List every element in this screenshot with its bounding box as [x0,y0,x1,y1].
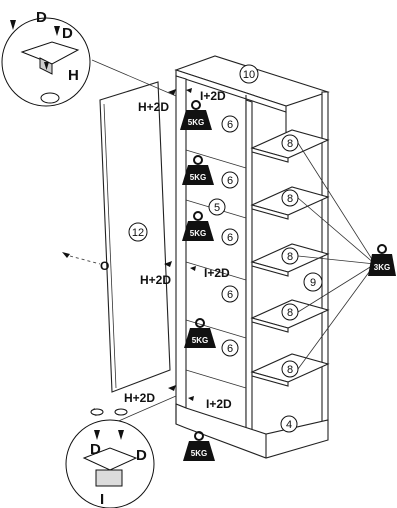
label-h: H [68,67,79,84]
leveling-foot [90,408,104,416]
shelf-edge [251,371,289,387]
arrow-icon [164,261,172,267]
arrow-icon [186,88,192,93]
screw-icon [54,26,60,36]
part-8 [281,189,299,207]
part-4 [280,415,298,433]
load-line [297,197,376,265]
part-8 [281,134,299,152]
leader-line [91,59,177,97]
shelf-edge [251,147,289,163]
part-6-number: 6 [227,119,233,131]
door-edge [103,103,117,389]
cabinet-body [174,55,330,459]
part-10-number: 10 [243,69,255,81]
weight-icon: 5KG [182,155,214,185]
label-d: D [90,441,101,458]
label-i2d: I+2D [204,266,230,280]
handle-guide [69,255,101,265]
handle-icon [62,252,70,258]
weight-icon: 5KG [183,431,215,461]
part-6 [221,339,239,357]
inner-shelf-line [185,369,247,389]
part-5 [208,198,226,216]
svg-text:3KG: 3KG [374,263,390,272]
svg-text:5KG: 5KG [192,336,208,345]
part-8-number: 8 [287,307,293,319]
label-h2d: H+2D [138,100,169,114]
bottom-hinge-detail: D D I [65,408,155,508]
label-d: D [136,447,147,464]
load-lines [297,142,376,370]
part-6 [221,115,239,133]
fastener-labels: H+2D I+2D H+2D I+2D H+2D I+2D O [62,88,232,411]
part-callouts: 10 12 5 6 6 6 6 6 8 8 8 8 8 9 4 [128,64,323,433]
top-hinge-detail: D D H [1,9,91,107]
part-4-number: 4 [286,419,292,431]
part-9-number: 9 [310,277,316,289]
part-6-number: 6 [227,175,233,187]
part-5-number: 5 [214,202,220,214]
part-8 [281,360,299,378]
part-6-number: 6 [227,232,233,244]
weights: 5KG 5KG 5KG 5KG 5KG 3KG [180,100,396,461]
weight-icon: 5KG [182,211,214,241]
part-6-number: 6 [227,289,233,301]
shelf-edge [251,317,289,333]
weight-icon: 5KG [184,318,216,348]
weight-icon: 5KG [180,100,212,130]
part-8-number: 8 [287,251,293,263]
label-i: I [100,491,104,508]
base-plinth [175,403,329,459]
load-line [297,263,376,370]
part-8-number: 8 [287,138,293,150]
part-6 [221,171,239,189]
part-9 [303,272,323,292]
label-d: D [62,25,73,42]
label-i2d: I+2D [200,89,226,103]
arrow-icon [188,396,194,401]
screw-icon [44,62,49,70]
screw-icon [10,20,16,30]
part-6 [221,285,239,303]
part-8 [281,247,299,265]
arrow-icon [168,385,176,391]
svg-text:5KG: 5KG [191,449,207,458]
part-8-number: 8 [287,364,293,376]
label-d: D [36,9,47,26]
svg-text:5KG: 5KG [188,118,204,127]
label-h2d: H+2D [124,391,155,405]
load-line [297,255,376,265]
part-10 [239,64,259,84]
label-o: O [100,259,109,273]
part-8-number: 8 [287,193,293,205]
part-12-number: 12 [132,227,144,239]
load-line [297,263,376,313]
inner-shelf-line [185,149,247,169]
shelf-edge [251,261,289,277]
part-6-number: 6 [227,343,233,355]
inner-shelf-line [185,261,247,281]
right-divider [245,99,253,437]
svg-text:5KG: 5KG [190,229,206,238]
label-i2d: I+2D [206,397,232,411]
part-12 [128,222,148,242]
hinge-icon [82,447,138,471]
shelf-edge [251,204,289,220]
hinge-plate [95,469,123,487]
screw-icon [118,430,124,440]
arrow-icon [168,89,176,95]
hinge-cup-hole [40,92,60,104]
load-line [297,142,376,265]
part-6 [221,228,239,246]
screw-icon [94,430,100,440]
leveling-foot [114,408,128,416]
svg-text:5KG: 5KG [190,173,206,182]
arrow-icon [190,266,196,271]
weight-icon: 3KG [368,244,396,276]
part-8 [281,303,299,321]
label-h2d: H+2D [140,273,171,287]
